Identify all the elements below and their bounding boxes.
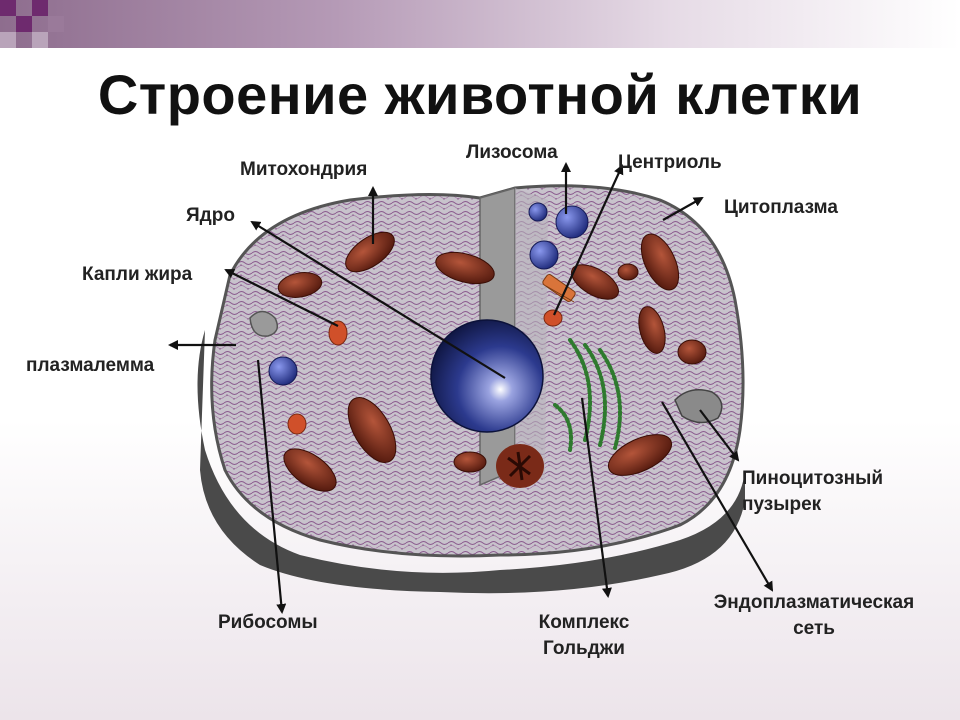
label-mitochondria: Митохондрия [240,159,368,180]
label-nucleus: Ядро [186,205,235,226]
pointer-arrows [168,162,774,614]
label-er-line2: сеть [793,618,835,639]
header-band [0,0,960,48]
label-lysosome: Лизосома [466,142,558,163]
label-fat-drops: Капли жира [82,264,193,285]
page-title: Строение животной клетки [97,63,863,126]
label-er-line1: Эндоплазматическая [713,592,915,613]
golgi-shape [553,338,622,452]
label-golgi-line2: Гольджи [543,638,625,659]
fat-drops-group [287,309,563,435]
centriole-shape [542,274,576,303]
plasmalemma-pocket [249,310,279,337]
label-golgi: Комплекс Гольджи [524,610,644,662]
label-ribosomes: Рибосомы [218,612,318,633]
mitochondria-group [277,231,707,492]
label-centriole: Центриоль [618,152,722,173]
label-plasmalemma: плазмалемма [26,355,155,376]
nucleus-shape [430,319,544,433]
label-er: Эндоплазматическая сеть [686,590,942,642]
corner-decor [0,0,64,48]
chromatin-body [496,444,544,488]
label-pinocytic-line2: пузырек [742,494,822,515]
pinocytic-vesicle-shape [674,389,723,424]
lysosomes-group [268,202,589,386]
label-pinocytic-vesicle: Пиноцитозный пузырек [742,466,883,518]
label-golgi-line1: Комплекс [538,612,630,633]
label-cytoplasm: Цитоплазма [724,197,838,218]
label-pinocytic-line1: Пиноцитозный [742,468,884,489]
